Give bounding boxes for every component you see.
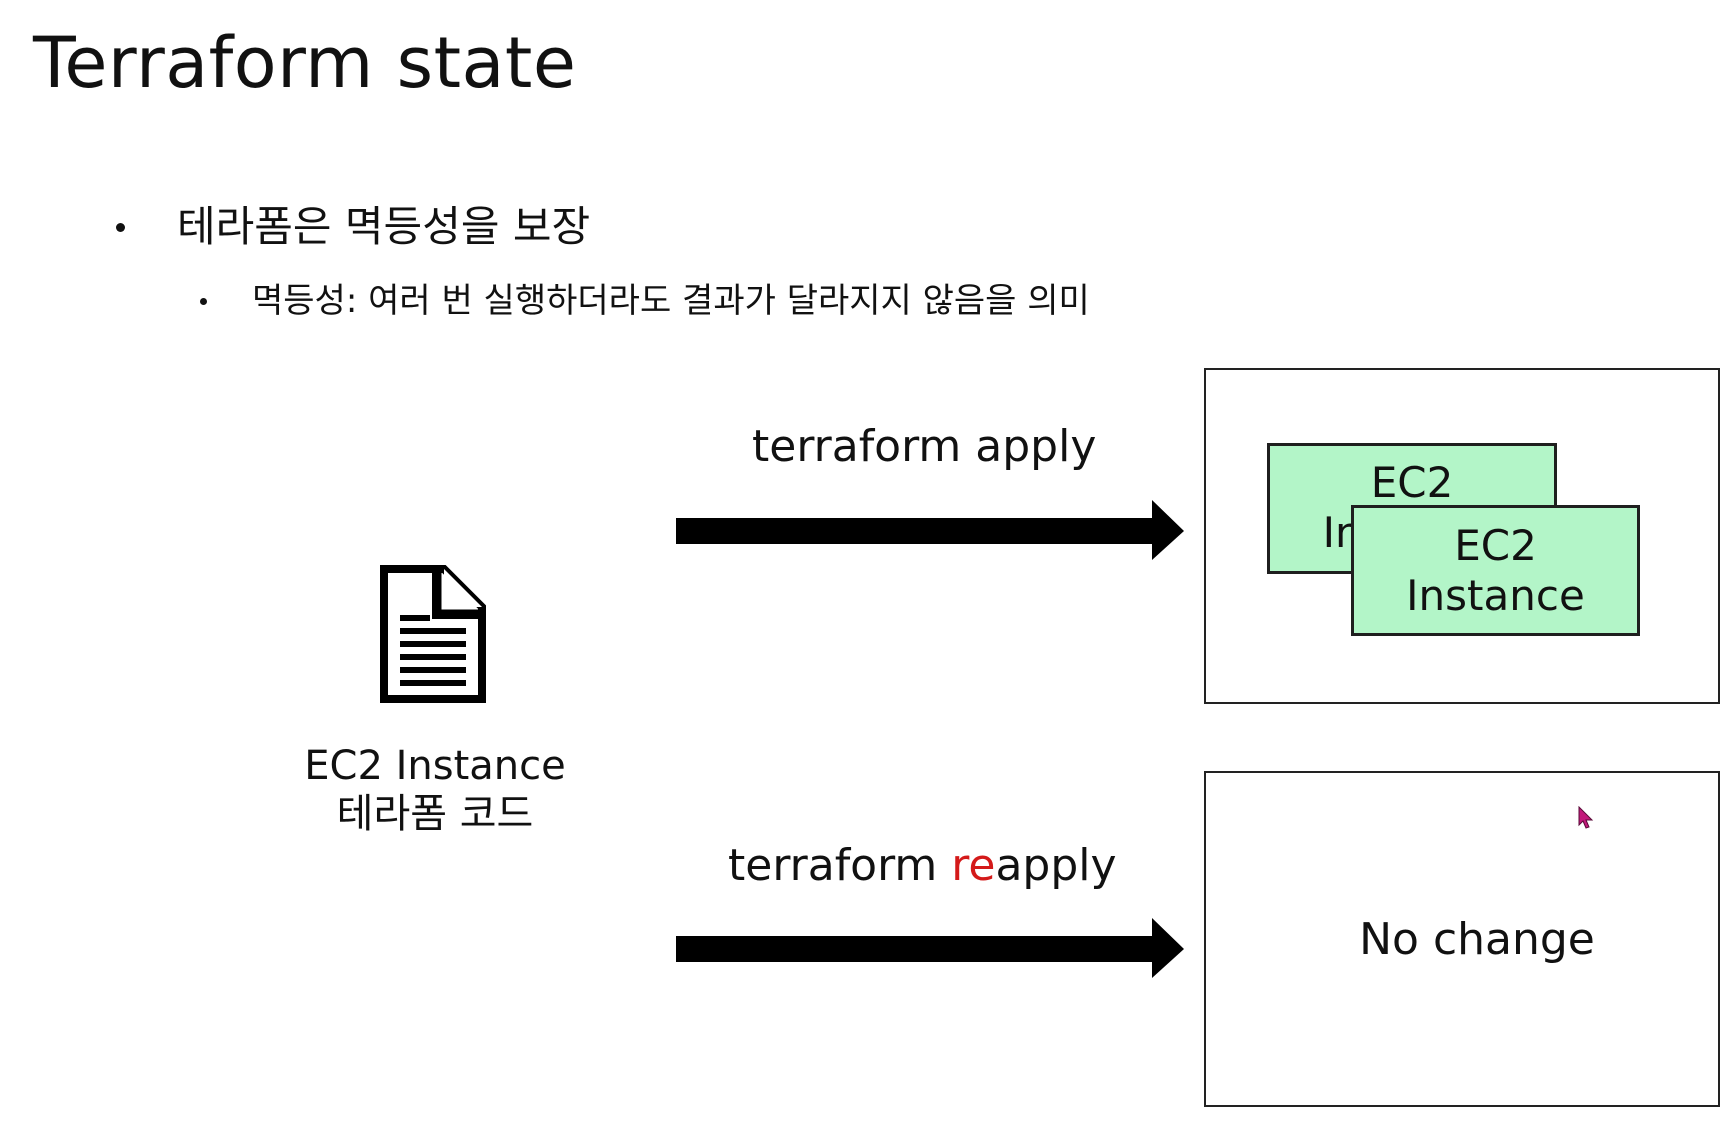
instance-title: EC2 — [1454, 520, 1537, 570]
apply-label: terraform apply — [752, 421, 1097, 472]
reapply-label-highlight: re — [951, 840, 996, 891]
caption-line-1: EC2 Instance — [304, 743, 566, 789]
reapply-arrow-icon — [676, 918, 1184, 978]
apply-arrow-icon — [676, 500, 1184, 560]
bullet-dot — [116, 222, 125, 232]
slide-title: Terraform state — [33, 22, 577, 104]
bullet-text: 테라폼은 멱등성을 보장 — [177, 202, 591, 251]
code-caption: EC2 Instance 테라폼 코드 — [270, 742, 600, 838]
bullet-level-1: 테라폼은 멱등성을 보장 — [116, 199, 590, 255]
ec2-instance-card-front: EC2 Instance — [1351, 505, 1640, 636]
bullet-text: 멱등성: 여러 번 실행하더라도 결과가 달라지지 않음을 의미 — [252, 281, 1090, 321]
instance-subtitle: Instance — [1406, 570, 1585, 620]
mouse-cursor-icon — [1578, 806, 1594, 829]
bullet-dot — [200, 297, 207, 305]
reapply-result-panel — [1204, 771, 1720, 1107]
instance-title: EC2 — [1370, 458, 1454, 507]
reapply-label-prefix: terraform — [728, 840, 952, 891]
no-change-text: No change — [1359, 913, 1595, 965]
bullet-level-2: 멱등성: 여러 번 실행하더라도 결과가 달라지지 않음을 의미 — [200, 279, 1090, 323]
document-icon — [380, 565, 486, 703]
reapply-label-suffix: apply — [995, 840, 1117, 891]
reapply-label: terraform reapply — [728, 838, 1117, 894]
caption-line-2: 테라폼 코드 — [336, 791, 534, 837]
